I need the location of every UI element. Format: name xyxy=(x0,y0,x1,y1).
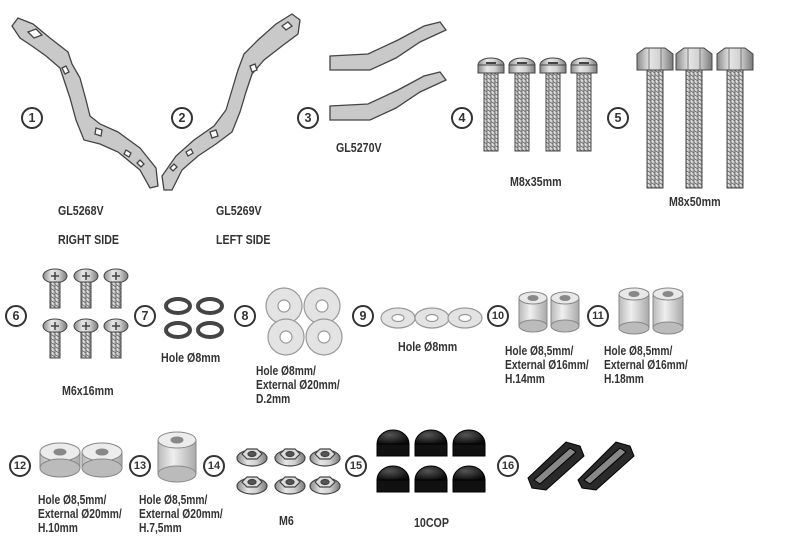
item-number-11: 11 xyxy=(587,305,609,327)
label-item-8: Hole Ø8mm/ External Ø20mm/ D.2mm xyxy=(256,364,340,406)
item-number-12: 12 xyxy=(9,455,31,477)
item-number-16: 16 xyxy=(497,455,519,477)
label-item-1-side: RIGHT SIDE xyxy=(58,232,120,247)
spacer-h7-5 xyxy=(157,431,197,483)
item-number-6: 6 xyxy=(5,305,27,327)
nuts-m6 xyxy=(236,448,341,495)
bolts-m6x16 xyxy=(42,268,129,359)
label-item-9: Hole Ø8mm xyxy=(398,339,458,354)
label-item-10: Hole Ø8,5mm/ External Ø16mm/ H.14mm xyxy=(505,344,589,386)
item-number-5: 5 xyxy=(607,107,629,129)
label-item-14: M6 xyxy=(279,513,294,528)
item-number-7: 7 xyxy=(134,305,156,327)
bolts-m8x50 xyxy=(636,47,754,189)
cap-nuts xyxy=(376,429,486,493)
rubber-clips xyxy=(527,441,635,491)
bracket-left-side xyxy=(161,13,301,191)
label-item-12: Hole Ø8,5mm/ External Ø20mm/ H.10mm xyxy=(38,493,122,535)
item-number-9: 9 xyxy=(352,305,374,327)
label-item-7: Hole Ø8mm xyxy=(161,350,221,365)
item-number-3: 3 xyxy=(297,107,319,129)
plate-pair xyxy=(329,21,448,121)
bracket-right-side xyxy=(11,17,159,189)
label-item-11: Hole Ø8,5mm/ External Ø16mm/ H.18mm xyxy=(604,344,688,386)
label-item-13: Hole Ø8,5mm/ External Ø20mm/ H.7,5mm xyxy=(139,493,223,535)
label-item-1-code: GL5268V xyxy=(58,203,104,218)
item-number-4: 4 xyxy=(451,107,473,129)
flat-washers-small xyxy=(380,307,483,329)
spacers-h14 xyxy=(518,291,580,333)
label-item-3-code: GL5270V xyxy=(336,140,382,155)
label-item-6: M6x16mm xyxy=(62,383,114,398)
spacers-h18 xyxy=(618,287,684,335)
item-number-15: 15 xyxy=(345,455,367,477)
label-item-5: M8x50mm xyxy=(669,194,721,209)
label-item-2-code: GL5269V xyxy=(216,203,262,218)
bolts-m8x35 xyxy=(477,57,598,152)
item-number-8: 8 xyxy=(234,305,256,327)
flat-washers-large xyxy=(265,287,343,356)
label-item-4: M8x35mm xyxy=(510,174,562,189)
item-number-1: 1 xyxy=(21,107,43,129)
item-number-14: 14 xyxy=(203,455,225,477)
item-number-10: 10 xyxy=(487,305,509,327)
spacers-h10 xyxy=(39,442,123,478)
label-item-15: 10COP xyxy=(414,515,449,530)
item-number-13: 13 xyxy=(129,455,151,477)
spring-washers xyxy=(164,297,224,339)
item-number-2: 2 xyxy=(171,107,193,129)
label-item-2-side: LEFT SIDE xyxy=(216,232,271,247)
